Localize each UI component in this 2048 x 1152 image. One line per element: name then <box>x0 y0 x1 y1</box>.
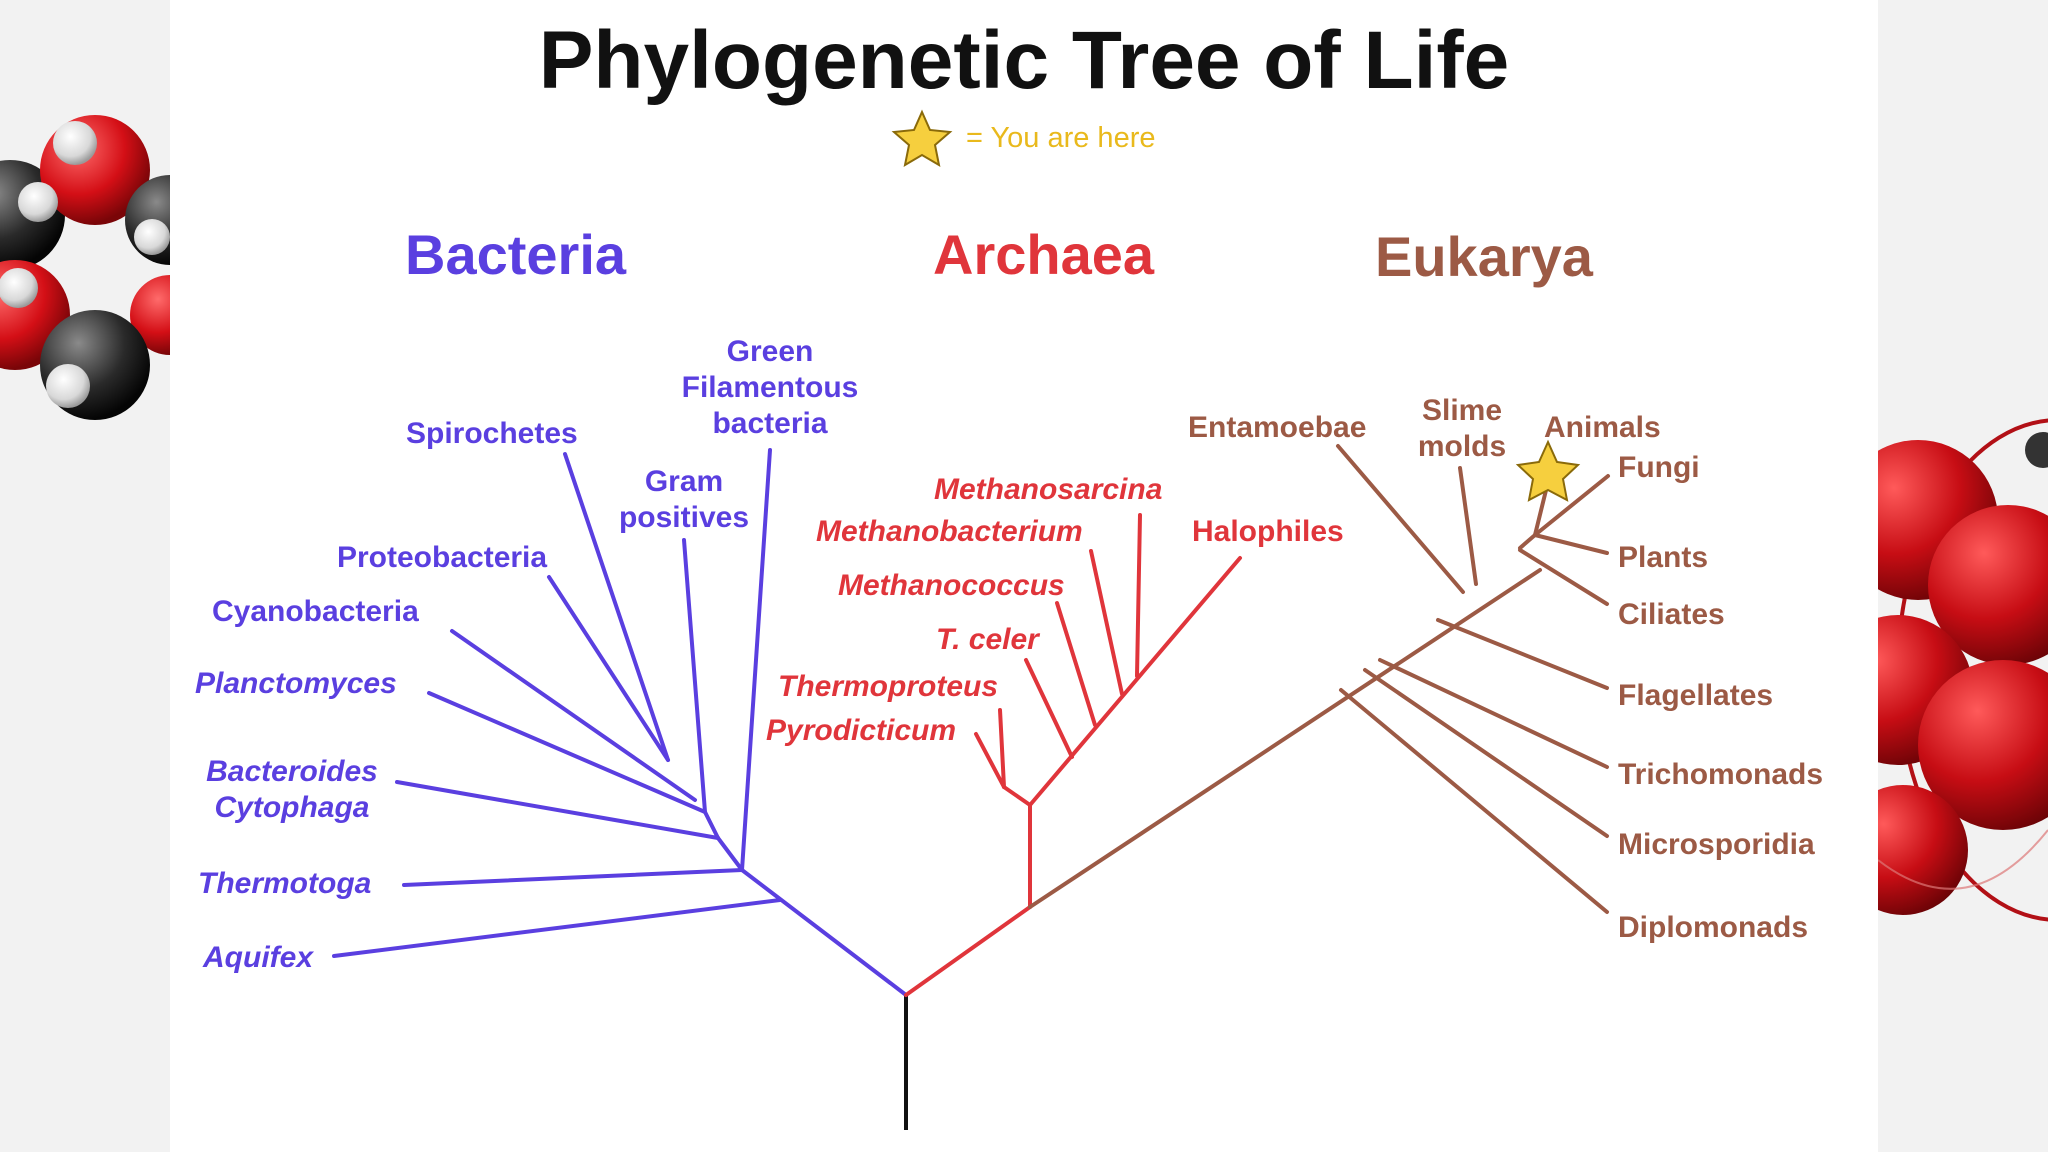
branch-thermotoga <box>402 868 744 887</box>
label-cyanobacteria: Cyanobacteria <box>212 595 419 628</box>
label-green-filamentous: Green Filamentous bacteria <box>681 335 859 440</box>
label-methanosarcina: Methanosarcina <box>934 473 1163 506</box>
eukarya-animals-fungi <box>1518 533 1537 550</box>
legend: = You are here <box>890 108 1290 168</box>
branch-gram-positives <box>682 538 707 814</box>
molecule-decoration-left <box>0 115 170 420</box>
star-icon <box>1515 439 1581 502</box>
branch-thermoproteus <box>1002 785 1032 807</box>
page-title: Phylogenetic Tree of Life <box>538 15 1510 106</box>
branch-bacteroides <box>395 780 720 840</box>
label-trichomonads: Trichomonads <box>1618 758 1824 791</box>
label-microsporidia: Microsporidia <box>1618 828 1815 861</box>
label-fungi: Fungi <box>1618 451 1700 484</box>
label-bacteroides-cytophaga: Bacteroides Cytophaga <box>206 755 378 824</box>
branch-ciliates <box>1518 548 1609 606</box>
branch-diplomonads <box>1339 688 1609 914</box>
branch-methanosarcina <box>1135 513 1142 678</box>
bacteria-trunk <box>740 868 908 997</box>
branch-aquifex <box>332 898 782 958</box>
branch-green-filamentous <box>740 448 772 872</box>
label-pyrodicticum: Pyrodicticum <box>766 714 957 747</box>
branch-slime-molds <box>1458 466 1478 586</box>
domain-archaea: Archaea <box>933 223 1155 286</box>
label-plants: Plants <box>1618 541 1709 574</box>
branch-trichomonads <box>1378 658 1609 769</box>
branch-thermoproteus-tip <box>974 732 1006 789</box>
branch-planctomyces <box>427 691 707 814</box>
branch-spirochetes <box>563 452 670 762</box>
label-ciliates: Ciliates <box>1618 598 1725 631</box>
label-diplomonads: Diplomonads <box>1618 911 1809 944</box>
label-gram-positives: Gram positives <box>618 465 750 534</box>
label-flagellates: Flagellates <box>1618 679 1774 712</box>
branch-cyanobacteria <box>450 629 697 802</box>
bacteria-inner-1 <box>716 836 744 872</box>
branch-methanococcus <box>1055 601 1097 727</box>
atom-decoration-right <box>1878 418 2048 922</box>
legend-text: = You are here <box>966 122 1156 154</box>
label-thermotoga: Thermotoga <box>198 867 372 900</box>
label-planctomyces: Planctomyces <box>195 667 397 700</box>
label-methanococcus: Methanococcus <box>838 569 1065 602</box>
branch-plants <box>1533 533 1609 555</box>
label-slime-molds: Slime molds <box>1417 394 1507 463</box>
label-entamoebae: Entamoebae <box>1188 411 1367 444</box>
label-halophiles: Halophiles <box>1192 515 1344 548</box>
bacteria-inner-2 <box>703 810 720 840</box>
label-methanobacterium: Methanobacterium <box>816 515 1083 548</box>
label-t-celer: T. celer <box>936 623 1039 656</box>
branch-proteobacteria <box>547 575 670 762</box>
label-proteobacteria: Proteobacteria <box>337 541 548 574</box>
branch-microsporidia <box>1363 668 1609 838</box>
label-aquifex: Aquifex <box>203 941 314 974</box>
domain-bacteria: Bacteria <box>405 223 627 286</box>
label-thermoproteus: Thermoproteus <box>778 670 999 703</box>
branch-pyrodicticum-pair <box>998 708 1006 789</box>
branch-entamoebae <box>1336 444 1465 594</box>
branch-methanobacterium <box>1089 549 1124 696</box>
branch-fungi <box>1533 474 1610 537</box>
branch-t-celer <box>1024 658 1074 759</box>
label-animals: Animals <box>1544 411 1661 444</box>
archaea-upper <box>1028 556 1242 807</box>
star-icon <box>891 109 953 167</box>
archaea-trunk <box>904 905 1032 997</box>
label-spirochetes: Spirochetes <box>406 417 578 450</box>
slide-background <box>170 0 1878 1152</box>
branch-flagellates <box>1436 618 1609 690</box>
domain-eukarya: Eukarya <box>1375 225 1593 288</box>
